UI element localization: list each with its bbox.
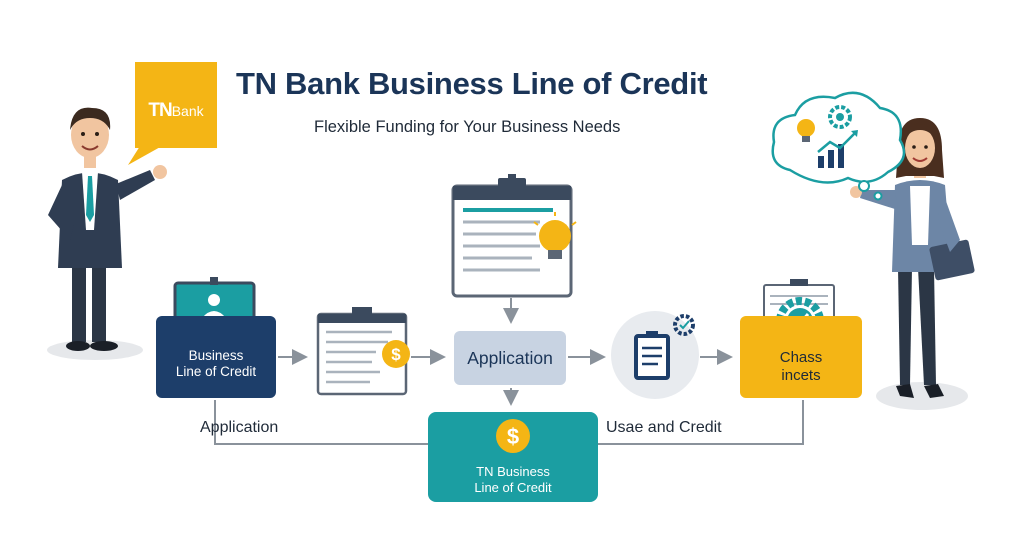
edge-label-application: Application	[200, 419, 279, 436]
clipboard-gear-icon	[611, 311, 699, 399]
svg-text:$: $	[507, 424, 519, 449]
dollar-coin-icon: $	[496, 419, 530, 453]
page-title: TN Bank Business Line of Credit	[236, 66, 708, 101]
logo-suffix: Bank	[171, 103, 204, 119]
node-label-line2: incets	[781, 367, 821, 384]
tn-bank-logo: TNBank	[135, 100, 217, 122]
node-label: Application	[467, 347, 553, 368]
idea-cloud-icon	[771, 91, 906, 201]
businessman-illustration	[48, 107, 167, 351]
logo-bubble-tail	[128, 146, 162, 165]
node-label-line1: Chass	[779, 349, 823, 366]
page-subtitle: Flexible Funding for Your Business Needs	[314, 118, 621, 136]
node-business-line-of-credit: Business Line of Credit	[156, 316, 276, 398]
node-label-line2: Line of Credit	[175, 364, 257, 379]
clipboard-lightbulb-icon	[451, 174, 577, 298]
svg-text:$: $	[391, 345, 401, 364]
document-dollar-icon: $	[316, 307, 410, 396]
edge-label-usage-credit: Usae and Credit	[606, 419, 722, 436]
logo-bubble	[135, 62, 217, 148]
node-label-line1: TN Business	[476, 464, 550, 480]
logo-main: TN	[148, 100, 172, 121]
shadow-right	[876, 382, 968, 410]
node-label-line2: Line of Credit	[474, 480, 552, 495]
node-application: Application	[454, 331, 566, 385]
node-chass-incets: Chass incets	[740, 316, 862, 398]
node-tn-business-line-of-credit: $ TN Business Line of Credit	[428, 412, 598, 502]
businesswoman-illustration	[850, 118, 975, 398]
connectors	[214, 298, 804, 445]
node-label-line1: Business	[188, 347, 244, 363]
